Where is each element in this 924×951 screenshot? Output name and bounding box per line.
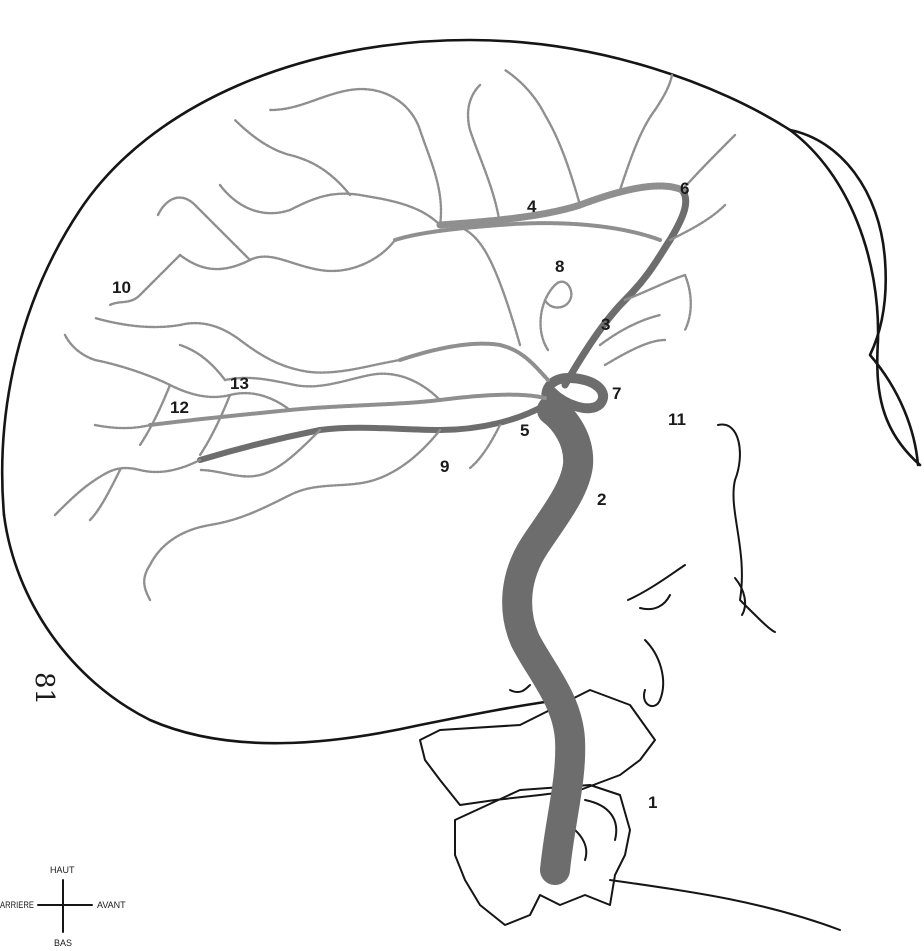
label-7: 7 (612, 384, 621, 403)
fine-branches (55, 70, 735, 600)
label-3: 3 (601, 315, 610, 334)
branch-z (90, 345, 225, 520)
branch-p (95, 318, 180, 428)
orbit-notch (628, 565, 685, 609)
label-9: 9 (440, 457, 449, 476)
branch-k (541, 282, 572, 350)
occipital-base (4, 515, 560, 743)
branch-a (220, 185, 440, 225)
branch-b (180, 240, 395, 271)
callosomarginal-branch (395, 223, 660, 240)
posterior-communicating-artery (400, 344, 548, 380)
branch-q (55, 460, 200, 515)
branch-i (625, 275, 691, 330)
branch-g (682, 135, 735, 190)
label-12: 12 (170, 398, 189, 417)
branch-u (235, 120, 350, 195)
label-8: 8 (555, 257, 564, 276)
numeric-labels: 1 2 3 4 5 6 7 8 9 10 11 12 13 (112, 179, 689, 812)
atlas-joint (510, 685, 530, 692)
cervical-vertebrae (420, 685, 840, 930)
branch-n (225, 374, 440, 400)
label-1: 1 (648, 793, 657, 812)
branch-v (158, 198, 250, 260)
branch-e (505, 70, 580, 205)
middle-cerebral-branch (150, 395, 545, 425)
compass-down-label: BAS (54, 938, 72, 948)
compass-up-label: HAUT (50, 865, 75, 875)
branch-x (65, 335, 95, 360)
orientation-compass: HAUT BAS ARRIERE AVANT (0, 865, 126, 948)
branch-t (470, 425, 500, 468)
anterior-cerebral-artery (565, 190, 686, 385)
branch-d (468, 85, 500, 225)
skull-outline (2, 40, 920, 743)
compass-right-label: AVANT (97, 900, 126, 910)
compass-left-label: ARRIERE (0, 900, 34, 910)
label-13: 13 (230, 374, 249, 393)
label-10: 10 (112, 278, 131, 297)
mandible-ramus (644, 640, 663, 706)
label-2: 2 (597, 490, 606, 509)
maxilla-contour (718, 425, 775, 632)
label-6: 6 (680, 179, 689, 198)
internal-carotid-artery (517, 410, 578, 870)
branch-l (455, 225, 520, 345)
label-5: 5 (520, 421, 529, 440)
branch-f (620, 75, 672, 190)
frontal-bone (790, 130, 918, 465)
label-11: 11 (668, 410, 686, 429)
label-4: 4 (527, 197, 537, 216)
neck-line (610, 880, 840, 930)
page-number: 81 (29, 672, 59, 705)
pericallosal-artery (440, 186, 682, 225)
branch-o (95, 360, 290, 410)
